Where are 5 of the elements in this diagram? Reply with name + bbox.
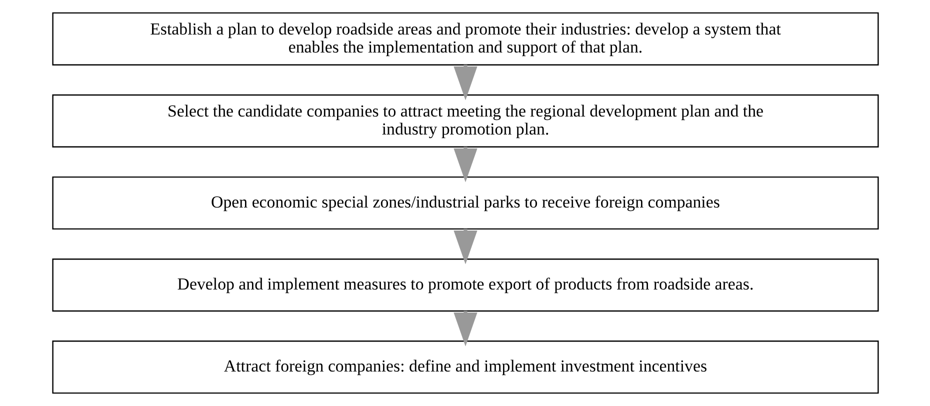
node-box: Open economic special zones/industrial parks to receive foreign companies [52,176,878,230]
node-box: Develop and implement measures to promote export of products from roadside areas. [52,258,878,312]
node-box: Attract foreign companies: define and implement investment incentives [52,340,878,394]
node-box: Select the candidate companies to attract meeting the regional development plan and the industry promotion plan. [52,94,878,148]
node-box: Establish a plan to develop roadside areas and promote their industries: develop a system that enables the implementation and support of that plan. [52,12,878,66]
